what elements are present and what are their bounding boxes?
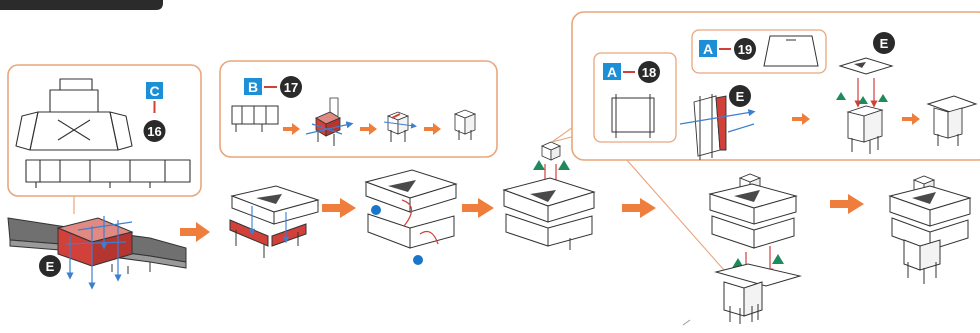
step-16-circle (143, 120, 166, 142)
step-18-circle (638, 61, 660, 83)
red-fold-drawing (305, 97, 354, 146)
tower-assembly-step (708, 173, 802, 324)
callout-b-letter-box (244, 78, 262, 95)
step-18-number: 18 (642, 65, 656, 80)
part-e-label-main: E (46, 259, 55, 274)
a18-flat-drawing (611, 94, 655, 138)
a-final-piece (926, 95, 978, 146)
callout-a18-letter-box (603, 63, 621, 80)
part-e-label-top: E (880, 36, 889, 51)
small-pin-piece-1 (383, 111, 417, 142)
step-19-number: 19 (738, 42, 752, 57)
b-small-arrow-3 (424, 123, 441, 135)
part-e-marker-callout (729, 85, 751, 107)
blue-dot-1 (371, 205, 381, 215)
small-pin-piece-2 (453, 109, 477, 140)
callout-a19-letter: A (703, 41, 713, 57)
a-small-arrow-1 (792, 113, 810, 125)
a19-flat-drawing (763, 35, 819, 67)
callout-a-panel: A 18 A 19 E (571, 11, 980, 161)
flat-piece-drawing (231, 105, 279, 132)
step-arrow-5 (830, 194, 864, 214)
box-fold-step-1 (229, 185, 320, 258)
callout-a18-letter: A (607, 64, 617, 80)
step-17-number: 17 (284, 80, 298, 95)
blue-dot-2 (413, 255, 423, 265)
final-tower (888, 175, 972, 284)
strip-assembly (7, 216, 187, 290)
step-16-number: 16 (147, 124, 161, 139)
step-arrow-2 (322, 198, 356, 218)
callout-b-letter: B (248, 79, 258, 95)
cube-insert-step (502, 141, 596, 250)
a-small-arrow-2 (902, 113, 920, 125)
step-arrow-1 (180, 222, 210, 242)
step-19-circle (734, 38, 756, 60)
callout-a19-letter-box (699, 40, 717, 57)
a-red-assembly (679, 94, 756, 160)
step-17-circle (280, 76, 302, 98)
part-e-label-callout: E (736, 89, 745, 104)
a-top-assembly (836, 57, 894, 154)
step-arrow-4 (622, 198, 656, 218)
header-tab (0, 0, 163, 10)
b-small-arrow-1 (283, 123, 300, 135)
step-arrow-3 (462, 198, 494, 218)
box-fold-step-2 (364, 169, 458, 249)
callout-c-panel: C 16 (7, 64, 202, 197)
b-small-arrow-2 (360, 123, 377, 135)
flat-net-drawing (15, 78, 191, 188)
callout-b-panel: B 17 (219, 60, 498, 158)
part-e-marker-main (39, 255, 61, 277)
part-e-marker-top (873, 32, 895, 54)
callout-c-letter-box (146, 82, 163, 99)
callout-c-letter: C (149, 83, 159, 99)
stray-mark (682, 319, 691, 326)
callout-a-leader-3 (617, 149, 725, 271)
